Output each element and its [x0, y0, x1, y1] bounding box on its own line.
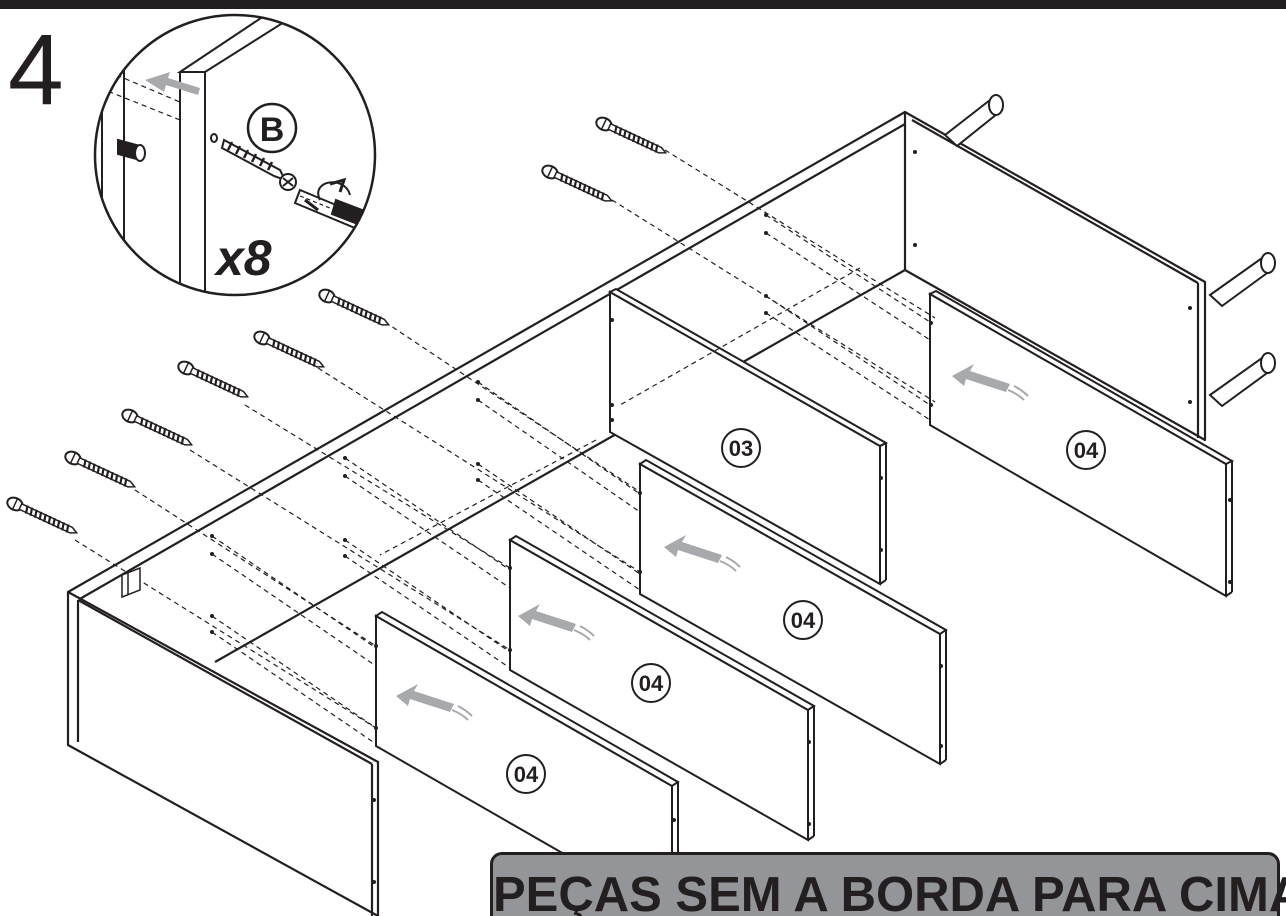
part-label-04: 04 — [506, 754, 546, 794]
screw-icon — [175, 358, 252, 404]
instruction-banner: PEÇAS SEM A BORDA PARA CIMA — [490, 852, 1286, 916]
part-labels: 03 04 04 04 04 — [506, 428, 1106, 794]
part-label-04: 04 — [631, 663, 671, 703]
screw-icon — [251, 328, 328, 374]
left-side-panel — [66, 590, 380, 916]
step-number: 4 — [8, 14, 64, 126]
screw-icon — [62, 448, 139, 494]
bracket-icon — [121, 566, 141, 599]
cabinet-feet — [943, 94, 1276, 408]
quantity-label: x8 — [213, 230, 272, 286]
screw-icon — [593, 114, 670, 160]
screw-icon — [316, 286, 393, 332]
screw-icon — [119, 406, 196, 452]
svg-text:B: B — [260, 111, 285, 149]
svg-text:04: 04 — [514, 762, 539, 787]
header-rule — [0, 0, 1286, 9]
screw-icon — [539, 162, 616, 208]
svg-text:04: 04 — [1074, 438, 1099, 463]
svg-text:03: 03 — [729, 436, 753, 461]
detail-callout: B x8 — [93, 13, 377, 297]
svg-text:04: 04 — [639, 671, 664, 696]
cabinet-body — [66, 110, 1207, 916]
screw-icon — [4, 494, 81, 540]
part-label-04: 04 — [1066, 430, 1106, 470]
guide-lines — [74, 149, 936, 745]
hardware-b-badge: B — [246, 102, 298, 154]
part-label-04: 04 — [783, 600, 823, 640]
svg-text:04: 04 — [791, 608, 816, 633]
right-side-panel — [903, 110, 1207, 442]
banner-text: PEÇAS SEM A BORDA PARA CIMA — [493, 868, 1286, 916]
part-label-03: 03 — [721, 428, 761, 468]
